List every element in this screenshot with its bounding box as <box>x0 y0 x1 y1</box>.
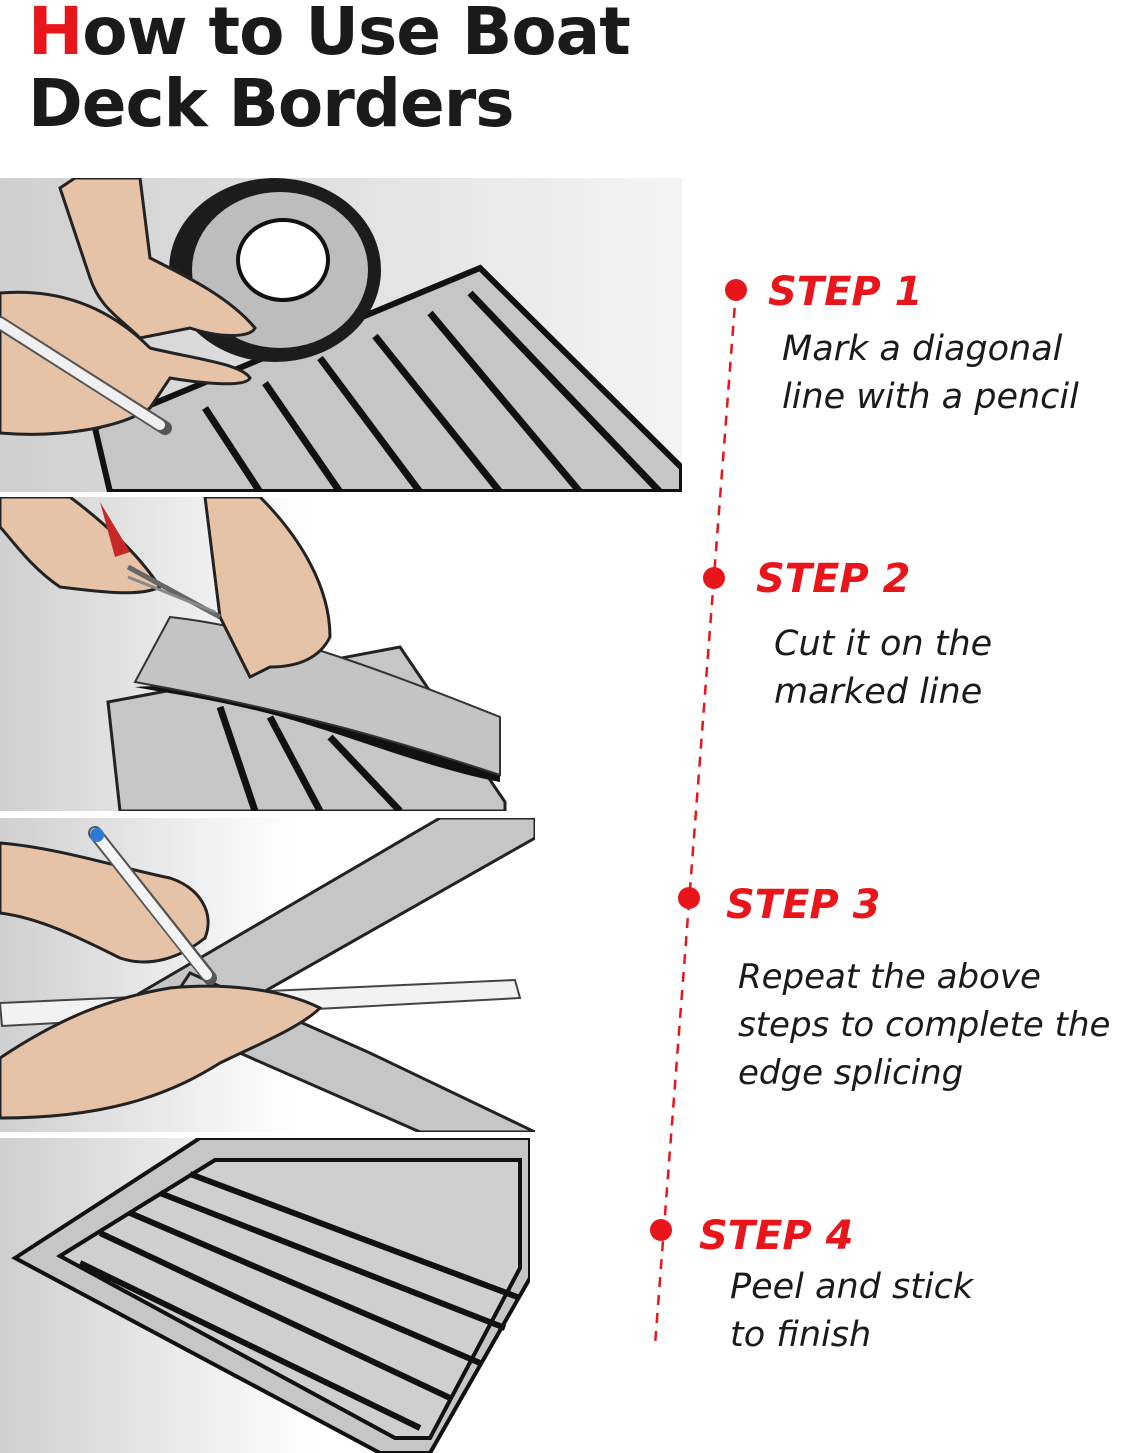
step-4-description: Peel and stick to finish <box>730 1267 974 1355</box>
step-3-label: STEP 3 <box>726 882 881 928</box>
finished-deck-frame-icon <box>0 1138 530 1453</box>
step-3-illustration <box>0 818 535 1132</box>
title-line-2: Deck Borders <box>28 65 515 142</box>
step-4-illustration <box>0 1138 530 1453</box>
step-2-illustration <box>0 497 520 811</box>
step-2-label: STEP 2 <box>756 556 911 602</box>
step-2-description: Cut it on the marked line <box>774 624 993 712</box>
pen-ruler-marking-icon <box>0 818 535 1132</box>
pencil-marking-roll-icon <box>0 178 682 492</box>
step-3-dot <box>678 887 700 909</box>
step-4-label: STEP 4 <box>699 1213 854 1259</box>
step-1-dot <box>725 279 747 301</box>
title-first-letter: H <box>28 0 83 70</box>
step-3-description: Repeat the above steps to complete the e… <box>738 957 1111 1093</box>
step-1-description: Mark a diagonal line with a pencil <box>782 329 1079 417</box>
timeline-dashed-line <box>653 289 738 1346</box>
step-1-label: STEP 1 <box>768 269 923 315</box>
title-line-1-rest: ow to Use Boat <box>82 0 631 70</box>
step-1-illustration <box>0 178 682 492</box>
step-4-dot <box>650 1219 672 1241</box>
step-2-dot <box>703 567 725 589</box>
scissors-cutting-icon <box>0 497 520 811</box>
page-title: How to Use Boat Deck Borders <box>28 0 631 142</box>
title-line-1: How to Use Boat <box>28 0 631 70</box>
